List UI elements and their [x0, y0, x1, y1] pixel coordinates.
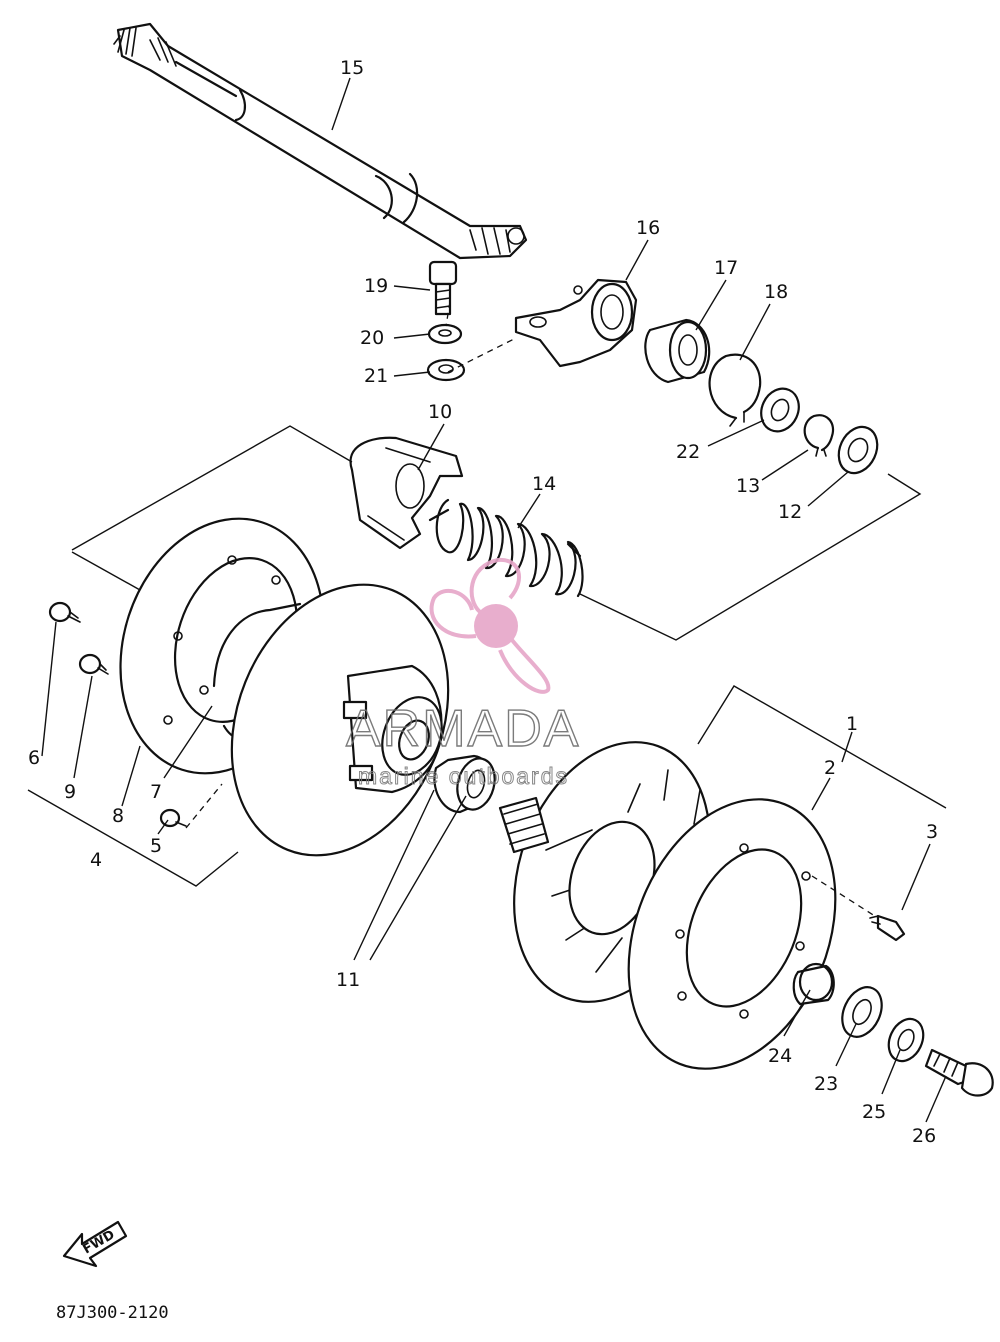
part-17-bearing — [644, 318, 711, 384]
watermark-brand: ARMADA — [346, 700, 580, 758]
part-19-bolt — [428, 260, 458, 316]
callout-19: 19 — [364, 275, 388, 297]
callout-2: 2 — [824, 757, 836, 779]
callout-13: 13 — [736, 475, 760, 497]
part-10-cam — [349, 436, 464, 550]
part-2-face-plate — [627, 798, 837, 1070]
part-18-circlip — [708, 353, 762, 427]
part-12-washer — [837, 425, 879, 475]
part-15-shaft — [113, 22, 528, 260]
part-13-clip — [803, 414, 835, 457]
callout-21: 21 — [364, 365, 388, 387]
leader-lines — [41, 77, 947, 1123]
part-14-spring — [428, 498, 584, 598]
callout-10: 10 — [428, 401, 452, 423]
callout-5: 5 — [150, 835, 162, 857]
part-5-screw — [159, 808, 187, 828]
callout-23: 23 — [814, 1073, 838, 1095]
callout-25: 25 — [862, 1101, 886, 1123]
drawing-code: 87J300-2120 — [56, 1303, 169, 1323]
part-23-washer — [841, 986, 883, 1038]
callout-15: 15 — [340, 57, 364, 79]
callout-12: 12 — [778, 501, 802, 523]
part-9-screw — [78, 653, 109, 675]
callout-3: 3 — [926, 821, 938, 843]
part-26-bolt — [924, 1048, 994, 1097]
callout-26: 26 — [912, 1125, 936, 1147]
part-22-washer — [760, 387, 800, 433]
callout-1: 1 — [846, 713, 858, 735]
callout-22: 22 — [676, 441, 700, 463]
part-21-washer — [426, 358, 466, 382]
callout-9: 9 — [64, 781, 76, 803]
part-6-screw — [48, 601, 81, 623]
part-25-washer — [887, 1017, 925, 1063]
part-16-bracket — [514, 278, 638, 368]
callout-14: 14 — [532, 473, 556, 495]
callout-8: 8 — [112, 805, 124, 827]
fwd-arrow-icon: FWD — [62, 1220, 128, 1268]
callout-24: 24 — [768, 1045, 792, 1067]
assembly-outlines — [27, 301, 947, 919]
callout-7: 7 — [150, 781, 162, 803]
callout-6: 6 — [28, 747, 40, 769]
callouts: 15 16 17 18 19 20 21 10 14 22 13 12 1 2 … — [28, 57, 938, 1147]
callout-20: 20 — [360, 327, 384, 349]
callout-4: 4 — [90, 849, 102, 871]
watermark: ARMADA marine outboards — [345, 557, 580, 790]
callout-18: 18 — [764, 281, 788, 303]
callout-17: 17 — [714, 257, 738, 279]
propeller-logo-icon — [429, 557, 551, 694]
part-24-collar — [792, 962, 835, 1006]
part-20-washer — [427, 323, 463, 345]
watermark-tagline: marine outboards — [358, 763, 569, 789]
callout-11: 11 — [336, 969, 360, 991]
callout-16: 16 — [636, 217, 660, 239]
part-11-bushing — [433, 754, 496, 814]
part-3-screw — [869, 914, 906, 942]
part-4-movable-sheave — [230, 583, 450, 857]
